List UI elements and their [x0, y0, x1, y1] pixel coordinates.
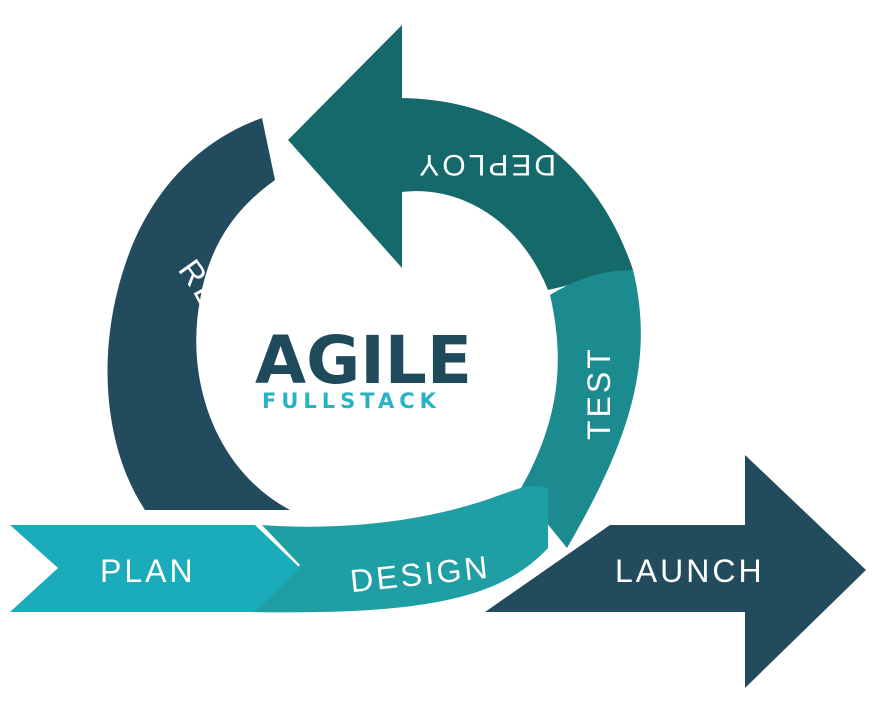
- launch-segment: [485, 455, 866, 688]
- review-segment: [107, 118, 290, 510]
- deploy-segment: [288, 25, 633, 290]
- plan-segment: [10, 525, 300, 612]
- launch-label: LAUNCH: [615, 553, 765, 589]
- plan-label: PLAN: [100, 553, 196, 589]
- deploy-label: DEPLOY: [416, 148, 556, 181]
- test-label: TEST: [581, 346, 617, 440]
- design-segment: [248, 485, 548, 613]
- test-segment: [520, 270, 641, 548]
- logo-subtitle: FULLSTACK: [262, 389, 441, 413]
- logo-title: AGILE: [255, 322, 472, 399]
